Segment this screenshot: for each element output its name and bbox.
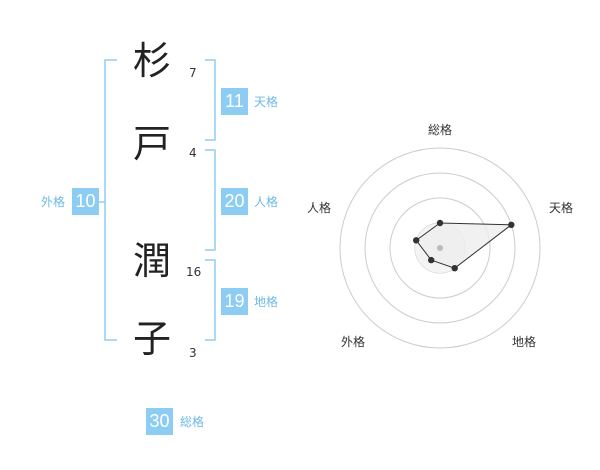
radar-point-4 bbox=[413, 237, 420, 244]
radar-axis-label-3: 外格 bbox=[341, 335, 366, 349]
tenkaku-label: 天格 bbox=[254, 95, 279, 109]
stroke-count-3: 16 bbox=[186, 265, 202, 279]
kanji-3: 潤 bbox=[132, 239, 171, 283]
radar-ring-4 bbox=[339, 147, 541, 349]
stroke-count-4: 3 bbox=[189, 346, 197, 360]
radar-point-3 bbox=[428, 256, 435, 264]
radar-ring-2 bbox=[389, 197, 491, 299]
stroke-count-1: 7 bbox=[189, 66, 197, 80]
radar-axis-label-4: 人格 bbox=[307, 201, 332, 215]
chikaku-value: 19 bbox=[221, 288, 248, 315]
radar-point-1 bbox=[508, 221, 515, 228]
radar-center-dot bbox=[437, 245, 443, 251]
kanji-4: 子 bbox=[132, 317, 171, 361]
kanji-1: 杉 bbox=[132, 39, 171, 83]
radar-data-polygon bbox=[415, 222, 513, 269]
kanji-2: 戸 bbox=[132, 122, 171, 166]
jinkaku-value: 20 bbox=[221, 188, 248, 215]
radar-axis-label-2: 地格 bbox=[512, 335, 537, 349]
gaikaku-label: 外格 bbox=[41, 195, 66, 209]
tenkaku-value: 11 bbox=[221, 88, 248, 115]
radar-ring-3 bbox=[364, 172, 516, 324]
stroke-count-2: 4 bbox=[189, 146, 197, 160]
radar-point-2 bbox=[451, 265, 458, 272]
chikaku-label: 地格 bbox=[254, 295, 279, 309]
soukaku-label: 総格 bbox=[180, 415, 205, 429]
radar-point-0 bbox=[436, 219, 444, 227]
jinkaku-label: 人格 bbox=[254, 195, 279, 209]
radar-axis-label-0: 総格 bbox=[428, 123, 453, 137]
radar-axis-label-1: 天格 bbox=[549, 201, 574, 215]
gaikaku-value: 10 bbox=[72, 188, 99, 215]
soukaku-value: 30 bbox=[146, 408, 173, 435]
